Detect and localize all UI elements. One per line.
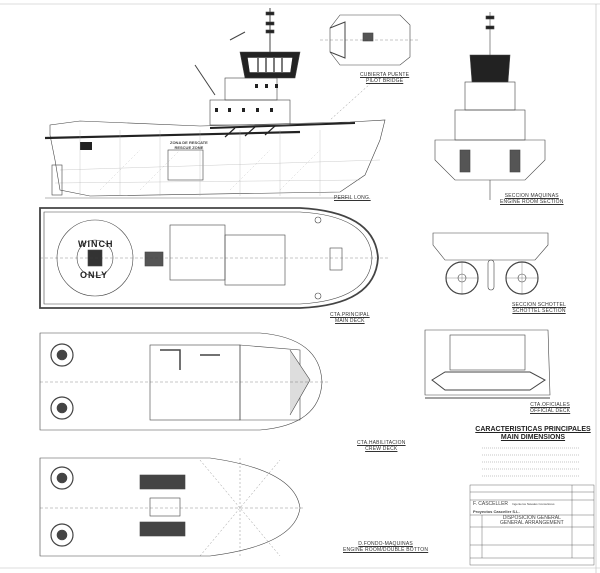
engine-room-double-bottom-plan: [39, 457, 305, 557]
helideck-winch-text: WINCH: [78, 239, 114, 249]
firm-subtitle: Ingenieros Navales Consultores: [512, 502, 555, 506]
profile-view: [44, 8, 386, 199]
helideck-only-text: ONLY: [80, 270, 109, 280]
pilot-bridge-plan: [320, 14, 420, 121]
company-name: Proyectos Casceller S.L.: [473, 509, 520, 514]
engine-room-section-view: [434, 12, 546, 200]
dimension-lines: [482, 447, 580, 477]
crew-deck-plan: [39, 332, 330, 431]
official-deck-plan: [424, 329, 551, 399]
title-block: [469, 484, 595, 566]
firm-name: F. CASCELLER: [473, 501, 509, 507]
main-deck-plan: [39, 207, 390, 309]
profile-label: PERFIL LONG.: [334, 195, 371, 201]
schottel-section-view: [432, 232, 549, 295]
